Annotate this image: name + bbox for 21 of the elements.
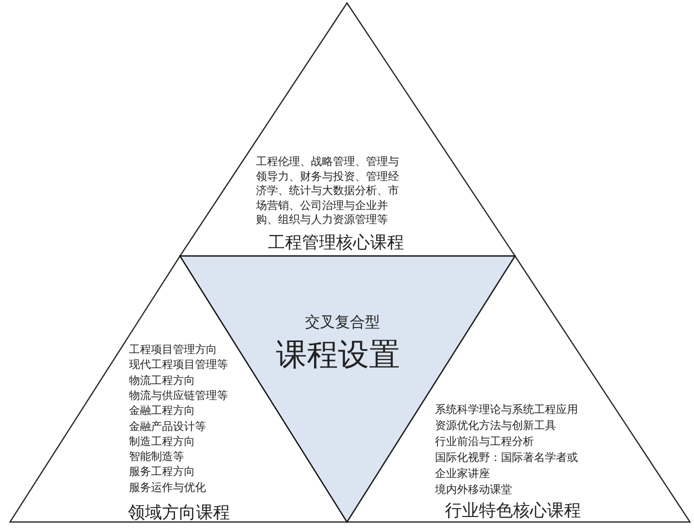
course-item-text: 国际化视野：国际著名学者或企业家讲座 <box>435 450 579 482</box>
course-item-text: 境内外移动课堂 <box>435 482 512 498</box>
course-item-text: 物流工程方向 <box>129 374 195 388</box>
course-item-text: 工程项目管理方向 <box>129 343 217 357</box>
course-item-text: 服务运作与优化 <box>129 480 206 495</box>
course-item-text: 行业前沿与工程分析 <box>435 434 534 450</box>
course-item-text: 服务工程方向 <box>129 465 195 480</box>
course-item-text: 制造工程方向 <box>129 434 195 449</box>
section-heading: 行业特色核心课程 <box>445 501 581 521</box>
center-title: 课程设置 <box>276 336 400 374</box>
course-item-text: 现代工程项目管理等 <box>129 358 228 372</box>
section-heading: 领域方向课程 <box>128 503 230 523</box>
course-item-text: 金融工程方向 <box>129 404 195 418</box>
section-heading: 工程管理核心课程 <box>268 233 404 253</box>
subtitle-text: 交叉复合型 <box>305 313 380 331</box>
course-item-text: 金融产品设计等 <box>129 420 206 434</box>
course-item-text: 物流与供应链管理等 <box>129 388 228 403</box>
course-item-text: 系统科学理论与系统工程应用 <box>435 402 578 418</box>
course-item-text: 智能制造等 <box>129 450 184 464</box>
course-list-text: 工程伦理、战略管理、管理与领导力、财务与投资、管理经济学、统计与大数据分析、市场营销、公司治理与企业并购、组织与人力资源管理等 <box>256 155 400 228</box>
course-item-text: 资源优化方法与创新工具 <box>435 418 556 434</box>
